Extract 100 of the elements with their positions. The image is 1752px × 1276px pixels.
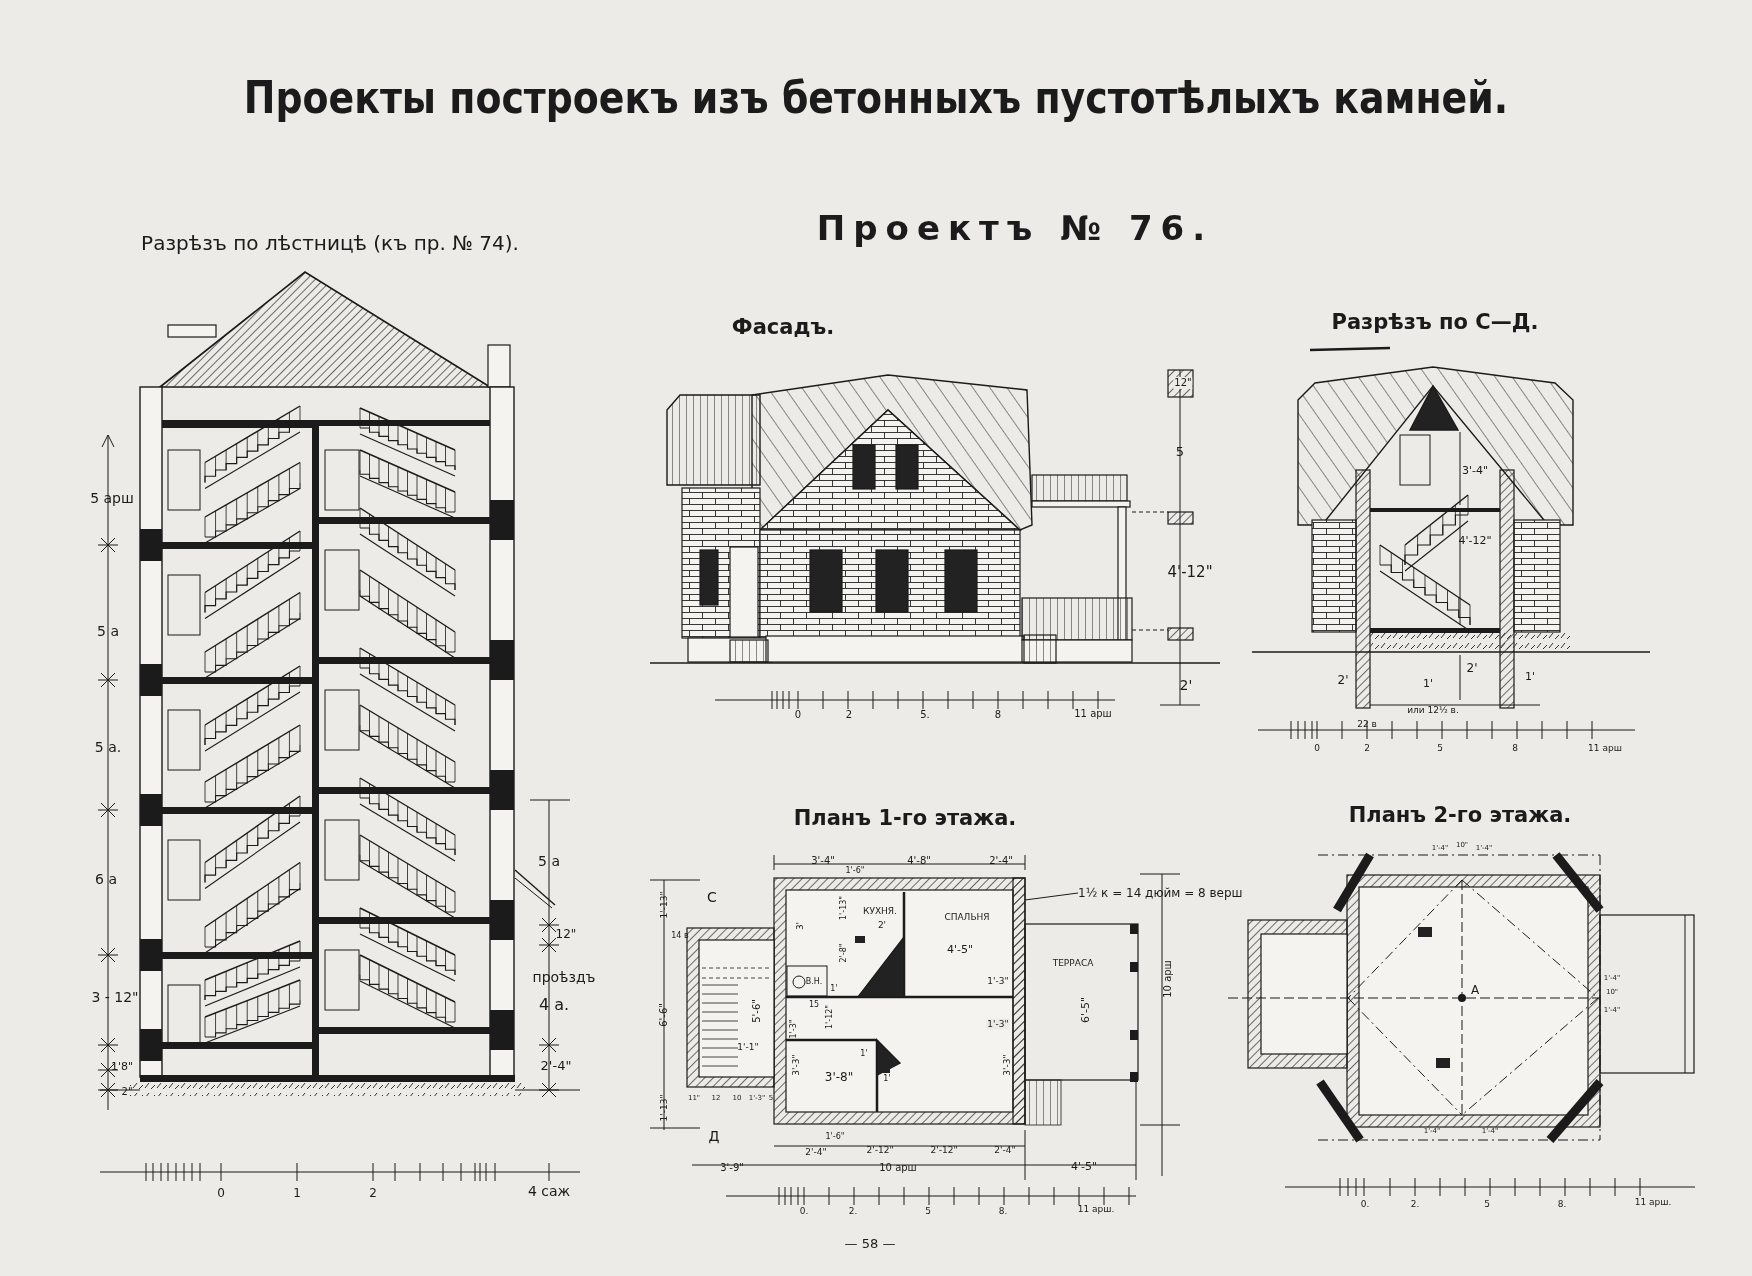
dimension-label: 4 а. (538, 997, 570, 1013)
dimension-label: 4'-12" (1458, 534, 1492, 546)
dimension-label: 1'-13" (659, 1094, 669, 1122)
dimension-label: 2'-4" (540, 1058, 572, 1072)
dimension-label: 4'-12" (1167, 564, 1213, 580)
scale-label: 8 (1512, 743, 1518, 753)
dimension-label: 3'-4" (811, 856, 835, 866)
dimension-label: 2' (1466, 662, 1478, 674)
dimension-label: 12" (1173, 377, 1193, 389)
note-text: 1½ к = 14 дюйм = 8 верш (1078, 886, 1243, 900)
dimension-label: 2' (877, 920, 887, 930)
scale-label: 11 арш. (1634, 1197, 1672, 1207)
dimension-label: 1'-3" (986, 1018, 1010, 1030)
dimension-label: 1'8" (110, 1060, 134, 1072)
dimension-label: 2'-8" (840, 943, 848, 963)
leader-line (1024, 892, 1079, 901)
scale-label: 4 саж (527, 1184, 571, 1198)
scale-label: 11 арш. (1077, 1204, 1115, 1214)
passage-label: проѣздъ (532, 970, 596, 984)
scale-label: 8. (998, 1206, 1008, 1216)
drawing-title: Разрѣзъ по С—Д. (1331, 311, 1539, 333)
dimension-label: 1' (1423, 677, 1433, 689)
scale-label: 8. (1557, 1199, 1567, 1209)
dimension-label: 1'-13" (659, 891, 669, 919)
dimension-label: 2' (1337, 674, 1349, 686)
scale-label: 0 (217, 1187, 225, 1199)
dimension-label: 6'-6" (659, 1003, 669, 1027)
dimension-label: 6 а (95, 872, 117, 886)
section-mark: С (707, 890, 717, 904)
dimension-label: 2'-4" (805, 1147, 827, 1157)
scale-label: 5 (1484, 1199, 1490, 1209)
dimension-label: 3 - 12" (91, 990, 139, 1004)
dimension-label: 3'-4" (1461, 464, 1489, 476)
section-mark: Д (708, 1129, 720, 1143)
dimension-label: 1'-3" (790, 1019, 798, 1039)
dimension-label: 2'-12" (866, 1145, 894, 1155)
dimension-label: 5 а. (94, 740, 122, 754)
drawing-title: Разрѣзъ по лѣстницѣ (къ пр. № 74). (141, 233, 519, 253)
scale-label: 2 (369, 1187, 377, 1199)
dimension-label: или 12½ в. (1407, 705, 1459, 715)
scale-label: 0 (794, 710, 802, 720)
dimension-label: 3'-9" (720, 1163, 744, 1173)
dimension-label: 4'-5" (946, 943, 974, 955)
dimension-label: 1'-13" (840, 896, 848, 920)
scale-label: 0. (799, 1206, 809, 1216)
dimension-label: 1'-6" (825, 1133, 845, 1141)
page-number: — 58 — (844, 1236, 896, 1250)
drawing-title: Планъ 2-го этажа. (1348, 804, 1572, 826)
dimension-label: 1'-1" (737, 1042, 759, 1052)
wall-section (1012, 877, 1026, 1125)
dimension-label: 12" (555, 928, 577, 940)
scale-label: 5. (920, 710, 930, 720)
room-label: СПАЛЬНЯ (944, 912, 990, 922)
scale-label: 2. (848, 1206, 858, 1216)
point-label: А (1470, 984, 1480, 996)
room-label: ТЕРРАСА (1052, 958, 1094, 968)
dimension-label: 3' (795, 921, 805, 931)
room-label: В.Н. (805, 978, 823, 986)
scale-label: 0. (1360, 1199, 1370, 1209)
scale-label: 1 (293, 1187, 301, 1199)
dimension-label: 1'-6" (845, 867, 865, 875)
dimension-label: 22 в (1357, 719, 1377, 729)
drawing-title: Планъ 1-го этажа. (793, 807, 1017, 829)
scale-label: 8 (994, 710, 1002, 720)
dimension-label: 15 (808, 1001, 820, 1009)
dimension-label: 4'-8" (907, 856, 931, 866)
dimension-label: 5'-6" (752, 999, 762, 1023)
dimension-label: 1' (1525, 670, 1535, 682)
scale-label: 2. (1410, 1199, 1420, 1209)
dimension-label: 5 а (538, 854, 560, 868)
scale-label: 11 арш (1074, 709, 1112, 719)
dimension-label: 6'-5" (1079, 996, 1091, 1024)
dimension-label: 1' (860, 1050, 868, 1058)
dimension-label: 1' (883, 1075, 891, 1083)
dimension-label: 10 арш (879, 1163, 917, 1173)
scale-label: 0 (1314, 743, 1320, 753)
scale-label: 2 (1364, 743, 1370, 753)
room-label: КУХНЯ. (863, 906, 897, 916)
dimension-label: 14 в (671, 932, 689, 940)
dimension-label: 3'-3" (791, 1054, 801, 1076)
dimension-label: 5 арш (90, 491, 134, 505)
dimension-label: 2'-12" (930, 1145, 958, 1155)
scale-label: 5 (925, 1206, 931, 1216)
page-title: Проекты построекъ изъ бетонныхъ пустотѣлыхъ камней. (242, 72, 1510, 123)
dimension-label: 2'-4" (989, 856, 1013, 866)
dimension-label: 2" (121, 1087, 133, 1097)
project-title: Проектъ № 76. (816, 211, 1214, 245)
dimension-label: 1' (830, 985, 838, 993)
dimension-label: 10 арш (1163, 960, 1173, 998)
dimension-label: 2'-4" (994, 1145, 1016, 1155)
dimension-label: 5 (1175, 444, 1185, 458)
scale-label: 5 (1437, 743, 1443, 753)
dimension-label: 5 а (97, 624, 119, 638)
dimension-label: 4'-5" (1070, 1160, 1098, 1172)
dimension-label: 1'-12" (826, 1005, 834, 1029)
scale-label: 2 (845, 710, 853, 720)
dimension-label: 2' (1179, 678, 1193, 692)
scale-label: 11 арш (1588, 743, 1622, 753)
drawing-title: Фасадъ. (731, 316, 835, 338)
dimension-label: 3'-8" (824, 1071, 854, 1083)
